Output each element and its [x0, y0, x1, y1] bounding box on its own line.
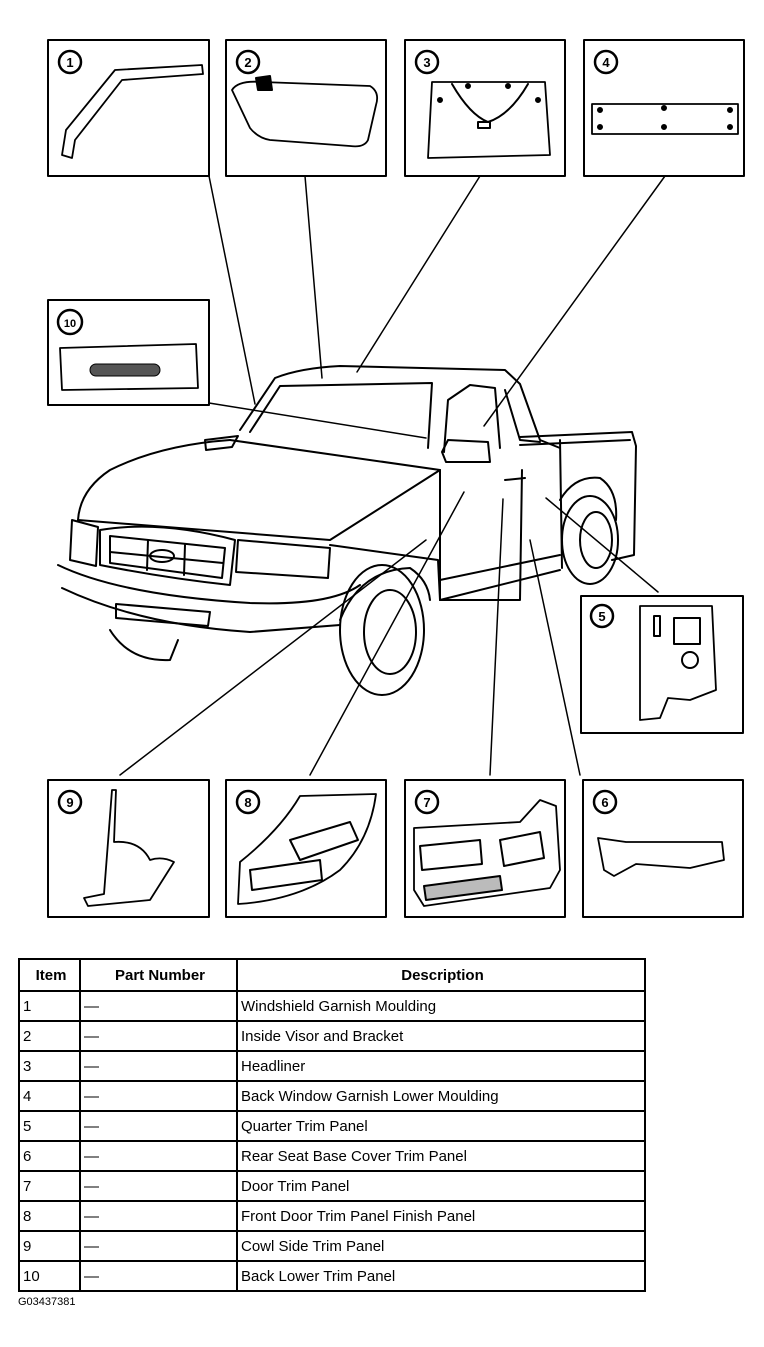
cell-item: 5 [18, 1110, 81, 1142]
quarter-trim-panel-part [639, 605, 717, 721]
door-trim-panel-part [413, 799, 561, 907]
cell-part-number: — [79, 1080, 238, 1112]
callout-box-8: 8 [225, 779, 387, 918]
callout-label-10: 10 [64, 318, 76, 330]
callout-label-2: 2 [244, 55, 251, 70]
headliner-part [427, 81, 551, 159]
callout-box-9: 9 [47, 779, 210, 918]
cell-part-number: — [79, 1230, 238, 1262]
callout-label-3: 3 [423, 55, 430, 70]
cell-description: Inside Visor and Bracket [236, 1020, 646, 1052]
back-lower-trim-panel-part [59, 343, 199, 391]
table-row: 3 — Headliner [18, 1050, 646, 1082]
header-description: Description [236, 958, 646, 992]
cell-item: 3 [18, 1050, 81, 1082]
callout-box-5: 5 [580, 595, 744, 734]
cell-part-number: — [79, 1050, 238, 1082]
table-row: 5 — Quarter Trim Panel [18, 1110, 646, 1142]
sun-visor-part [231, 80, 379, 148]
cell-item: 2 [18, 1020, 81, 1052]
table-row: 2 — Inside Visor and Bracket [18, 1020, 646, 1052]
header-item: Item [18, 958, 81, 992]
callout-label-9: 9 [66, 795, 73, 810]
cell-description: Door Trim Panel [236, 1170, 646, 1202]
rear-seat-base-cover-trim-part [597, 837, 725, 877]
table-row: 1 — Windshield Garnish Moulding [18, 990, 646, 1022]
cell-part-number: — [79, 1170, 238, 1202]
cell-item: 10 [18, 1260, 81, 1292]
back-window-garnish-moulding-part [591, 103, 739, 135]
callout-box-2: 2 [225, 39, 387, 177]
front-door-trim-finish-panel-part [237, 793, 377, 905]
cell-description: Back Window Garnish Lower Moulding [236, 1080, 646, 1112]
cell-description: Rear Seat Base Cover Trim Panel [236, 1140, 646, 1172]
cell-item: 9 [18, 1230, 81, 1262]
cell-part-number: — [79, 1110, 238, 1142]
figure-code: G03437381 [18, 1296, 76, 1308]
cell-description: Quarter Trim Panel [236, 1110, 646, 1142]
callout-box-4: 4 [583, 39, 745, 177]
cell-item: 7 [18, 1170, 81, 1202]
table-header-row: Item Part Number Description [18, 958, 646, 992]
table-row: 6 — Rear Seat Base Cover Trim Panel [18, 1140, 646, 1172]
cell-description: Cowl Side Trim Panel [236, 1230, 646, 1262]
callout-label-5: 5 [598, 609, 605, 624]
cell-part-number: — [79, 990, 238, 1022]
cell-item: 1 [18, 990, 81, 1022]
callout-label-7: 7 [423, 795, 430, 810]
cowl-side-trim-panel-part [83, 789, 175, 907]
exploded-trim-diagram: 1 2 3 4 10 [47, 39, 745, 918]
callout-box-7: 7 [404, 779, 566, 918]
header-part-number: Part Number [79, 958, 238, 992]
cell-item: 6 [18, 1140, 81, 1172]
table-row: 10 — Back Lower Trim Panel [18, 1260, 646, 1292]
callout-label-6: 6 [601, 795, 608, 810]
cell-description: Front Door Trim Panel Finish Panel [236, 1200, 646, 1232]
cell-part-number: — [79, 1140, 238, 1172]
leader-lines [119, 175, 666, 776]
table-row: 7 — Door Trim Panel [18, 1170, 646, 1202]
cell-description: Back Lower Trim Panel [236, 1260, 646, 1292]
callout-label-1: 1 [66, 55, 73, 70]
callout-box-3: 3 [404, 39, 566, 177]
callout-box-6: 6 [582, 779, 744, 918]
cell-description: Windshield Garnish Moulding [236, 990, 646, 1022]
cell-part-number: — [79, 1020, 238, 1052]
table-row: 9 — Cowl Side Trim Panel [18, 1230, 646, 1262]
windshield-garnish-moulding-part [61, 64, 204, 159]
callout-box-10: 10 [47, 299, 210, 406]
cell-part-number: — [79, 1200, 238, 1232]
pickup-truck-illustration [57, 365, 637, 696]
table-row: 8 — Front Door Trim Panel Finish Panel [18, 1200, 646, 1232]
callout-label-8: 8 [244, 795, 251, 810]
callout-box-1: 1 [47, 39, 210, 177]
callout-label-4: 4 [602, 55, 610, 70]
cell-item: 4 [18, 1080, 81, 1112]
parts-table: Item Part Number Description 1 — Windshi… [18, 958, 646, 1292]
cell-part-number: — [79, 1260, 238, 1292]
cell-description: Headliner [236, 1050, 646, 1082]
table-row: 4 — Back Window Garnish Lower Moulding [18, 1080, 646, 1112]
cell-item: 8 [18, 1200, 81, 1232]
